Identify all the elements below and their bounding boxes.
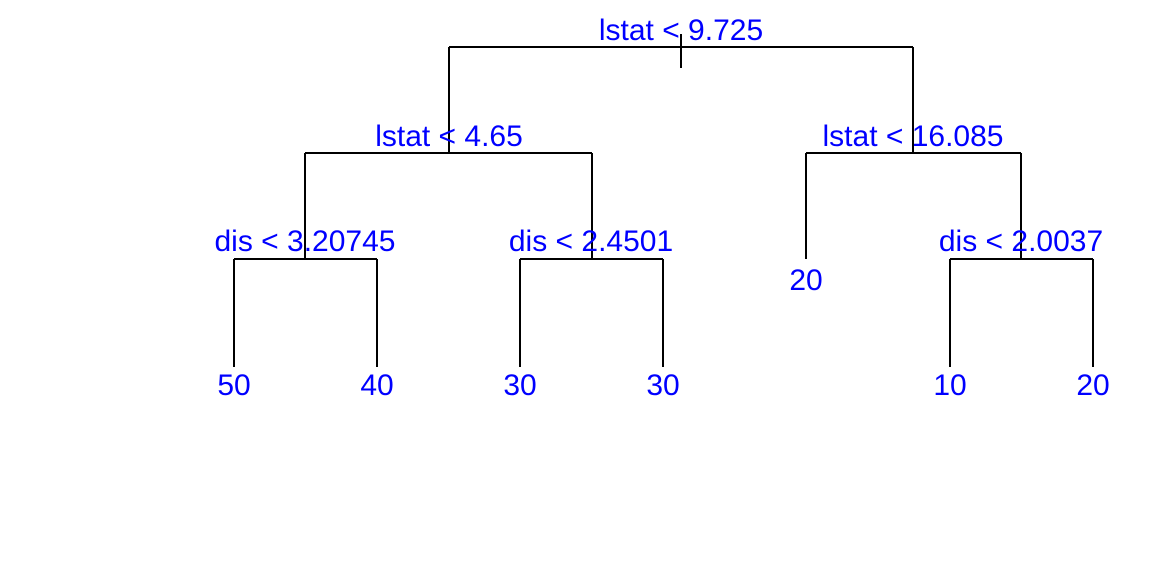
leaf-label-lr-l: 30 [503,369,536,402]
split-label-ll: dis < 3.20745 [215,225,396,258]
leaf-label-ll-l: 50 [217,369,250,402]
leaf-label-r-l: 20 [789,264,822,297]
split-label-root: lstat < 9.725 [599,14,763,47]
leaf-label-ll-r: 40 [360,369,393,402]
split-label-l: lstat < 4.65 [375,120,523,153]
leaf-label-rr-l: 10 [933,369,966,402]
split-label-lr: dis < 2.4501 [509,225,673,258]
leaf-label-lr-r: 30 [646,369,679,402]
split-label-rr: dis < 2.0037 [939,225,1103,258]
split-label-r: lstat < 16.085 [823,120,1004,153]
leaf-label-rr-r: 20 [1076,369,1109,402]
